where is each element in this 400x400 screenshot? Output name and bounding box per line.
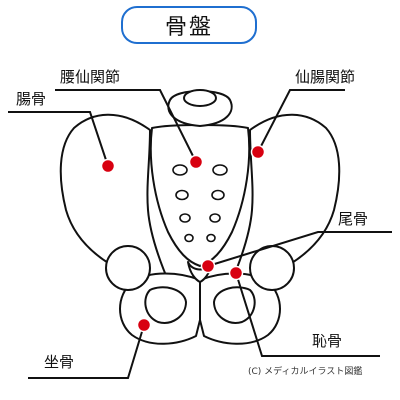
leader-ilium <box>8 111 109 167</box>
label-ilium: 腸骨 <box>16 90 47 108</box>
leader-lumbosacral <box>55 89 197 163</box>
right-obturator <box>213 286 256 324</box>
right-acetabulum <box>249 245 295 291</box>
left-obturator <box>144 286 187 324</box>
label-coccyx: 尾骨 <box>338 210 369 228</box>
leader-sacroiliac <box>257 89 345 153</box>
leader-coccyx <box>207 231 392 267</box>
sacral-foramina <box>172 164 228 243</box>
marker-pubis <box>228 265 244 281</box>
sacrum <box>149 124 251 267</box>
label-pubis: 恥骨 <box>312 332 343 350</box>
label-ischium: 坐骨 <box>44 353 75 371</box>
marker-lumbosacral <box>188 154 204 170</box>
marker-ischium <box>136 317 152 333</box>
l5-spinous <box>183 89 217 107</box>
leader-pubis <box>235 272 380 357</box>
coccyx-bone <box>187 261 213 283</box>
left-acetabulum <box>105 245 151 291</box>
diagram-title: 骨盤 <box>121 6 257 44</box>
marker-sacroiliac <box>250 144 266 160</box>
marker-coccyx <box>200 258 216 274</box>
title-text: 骨盤 <box>164 15 213 40</box>
leader-ischium <box>28 324 145 379</box>
copyright-credit: (C) メディカルイラスト図鑑 <box>248 367 363 377</box>
label-sacroiliac-joint: 仙腸関節 <box>295 68 356 86</box>
label-lumbosacral-joint: 腰仙関節 <box>60 68 121 86</box>
marker-ilium <box>100 158 116 174</box>
